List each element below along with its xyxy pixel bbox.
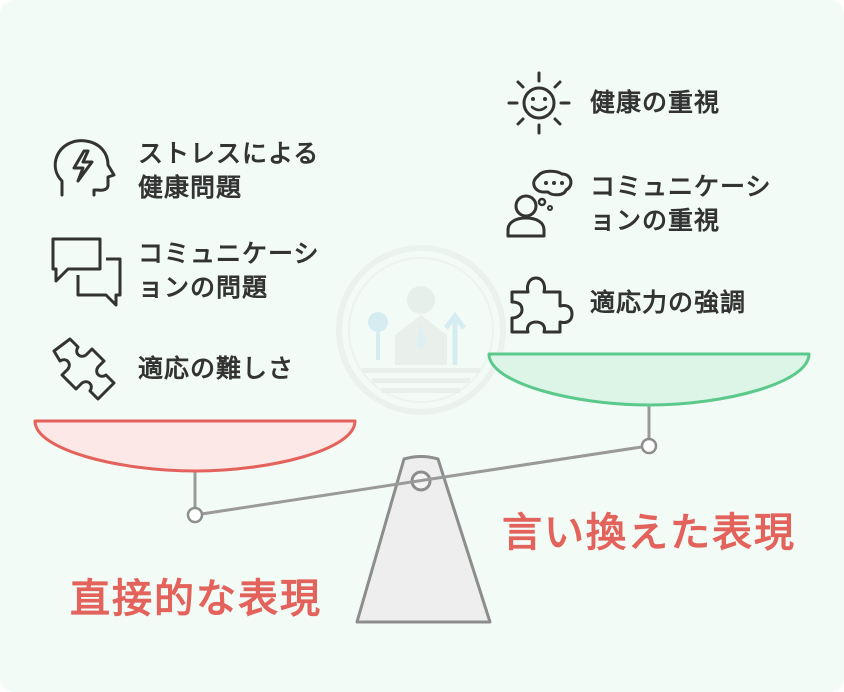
right-item-adaptability-label: 適応力の強調 [590,288,747,317]
scale-beam [194,444,649,517]
chat-bubbles-icon [51,237,122,307]
puzzle-piece-icon [52,337,116,401]
right-pivot [640,437,658,455]
smiling-sun-icon [507,71,571,135]
left-pan [33,419,357,473]
left-item-stress-label: ストレスによる 健康問題 [138,139,320,202]
right-side-title: 言い換えた表現 [502,510,796,556]
fulcrum-base [355,455,492,624]
person-thought-icon [506,169,573,238]
right-pan [487,352,811,407]
right-item-health-label: 健康の重視 [590,88,721,117]
watermark-logo [336,245,506,415]
left-pivot [186,506,204,524]
head-lightning-icon [53,139,116,197]
left-side-title: 直接的な表現 [70,576,322,622]
left-item-communication-label: コミュニケーシ ョンの問題 [138,239,320,302]
right-item-communication-label: コミュニケーシ ョンの重視 [590,172,772,235]
left-item-adaptation-label: 適応の難しさ [138,354,295,383]
puzzle-piece-icon [510,276,574,334]
